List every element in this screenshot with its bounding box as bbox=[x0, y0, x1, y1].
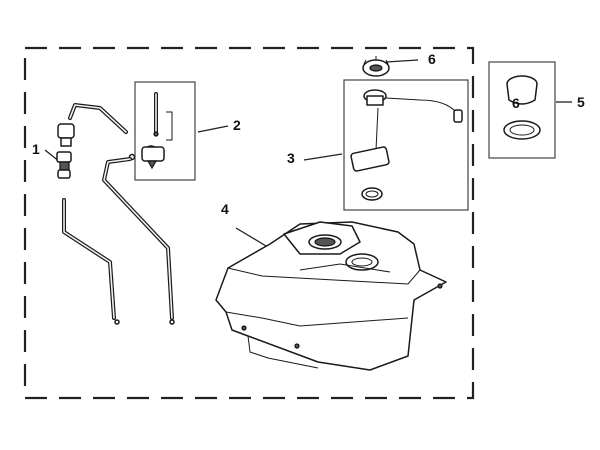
leader-line-4 bbox=[235, 227, 267, 247]
group-box-3 bbox=[343, 79, 469, 211]
group-box-2 bbox=[134, 81, 196, 181]
diagram-frame bbox=[23, 46, 475, 400]
fuel-valve-part bbox=[102, 92, 175, 325]
leader-line-3 bbox=[303, 153, 343, 161]
fuel-sender-part bbox=[350, 89, 463, 201]
group-box-5 bbox=[488, 61, 556, 159]
leader-line-2 bbox=[197, 125, 229, 133]
callout-3: 3 bbox=[287, 150, 295, 166]
callout-4: 4 bbox=[221, 201, 229, 217]
callout-6-cap: 6 bbox=[512, 95, 520, 111]
leader-line-6-top bbox=[385, 59, 419, 63]
callout-1: 1 bbox=[32, 141, 40, 157]
fuel-tank-part bbox=[215, 221, 447, 371]
fuel-filter-part bbox=[56, 103, 128, 325]
callout-6-top: 6 bbox=[428, 51, 436, 67]
callout-2: 2 bbox=[233, 117, 241, 133]
callout-5: 5 bbox=[577, 94, 585, 110]
lock-nut-part bbox=[362, 56, 390, 77]
fuel-cap-part bbox=[503, 75, 541, 140]
